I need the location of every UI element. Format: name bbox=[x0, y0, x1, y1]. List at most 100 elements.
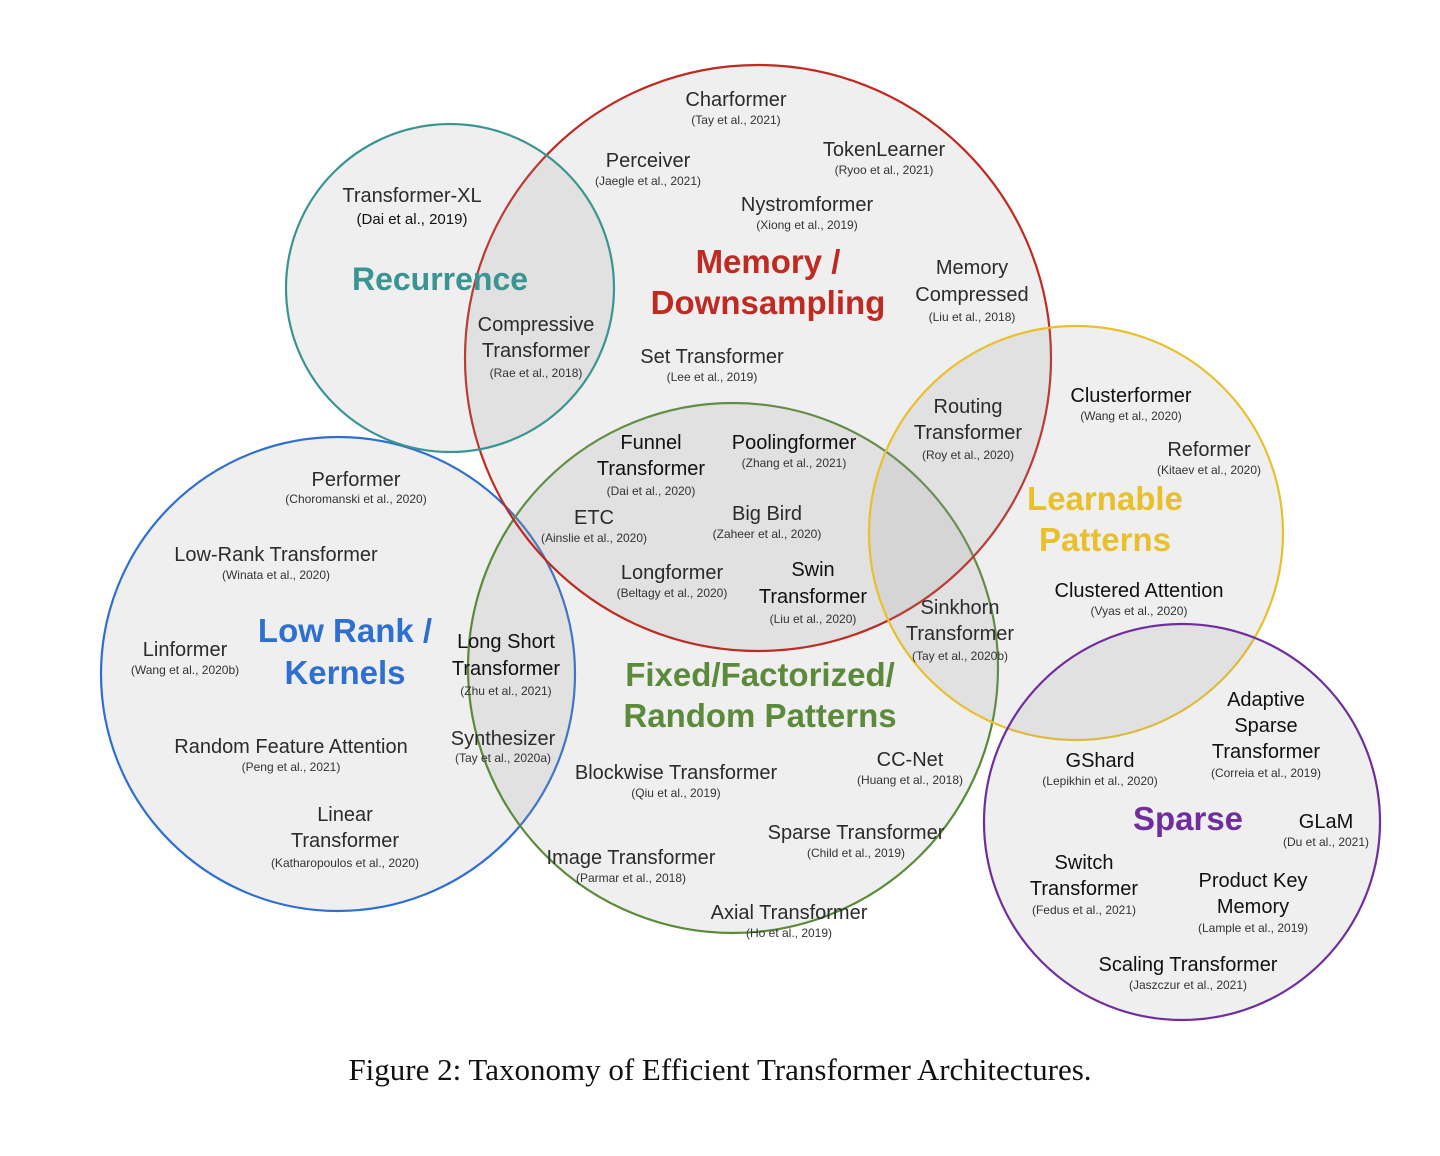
model-citation: (Tay et al., 2020a) bbox=[455, 751, 551, 765]
model-name: Adaptive bbox=[1227, 689, 1305, 711]
model-citation: (Fedus et al., 2021) bbox=[1032, 903, 1136, 917]
model-name: Poolingformer bbox=[732, 432, 857, 454]
model-entry: Nystromformer (Xiong et al., 2019) bbox=[741, 194, 874, 232]
model-entry: Transformer-XL (Dai et al., 2019) bbox=[342, 185, 481, 228]
model-entry: GLaM (Du et al., 2021) bbox=[1283, 811, 1369, 849]
model-citation: (Jaegle et al., 2021) bbox=[595, 174, 701, 188]
model-citation: (Dai et al., 2020) bbox=[607, 484, 696, 498]
model-citation: (Roy et al., 2020) bbox=[922, 448, 1014, 462]
model-citation: (Wang et al., 2020) bbox=[1080, 409, 1182, 423]
model-name: Sinkhorn bbox=[921, 597, 1000, 619]
model-citation: (Jaszczur et al., 2021) bbox=[1129, 978, 1247, 992]
model-citation: (Ainslie et al., 2020) bbox=[541, 531, 647, 545]
model-citation: (Xiong et al., 2019) bbox=[756, 218, 857, 232]
category-label-sparse: Sparse bbox=[1133, 800, 1243, 837]
model-entry: Image Transformer(Parmar et al., 2018) bbox=[547, 847, 716, 885]
model-entry: Charformer(Tay et al., 2021) bbox=[685, 89, 786, 127]
model-entry: Blockwise Transformer(Qiu et al., 2019) bbox=[575, 762, 778, 800]
model-name: GLaM bbox=[1299, 811, 1353, 833]
model-entry: Sparse Transformer(Child et al., 2019) bbox=[768, 822, 945, 860]
category-label-line: Patterns bbox=[1039, 521, 1171, 558]
category-label-fixed: Fixed/Factorized/Random Patterns bbox=[623, 656, 896, 734]
model-citation: (Lample et al., 2019) bbox=[1198, 921, 1308, 935]
category-label-lowrank: Low Rank /Kernels bbox=[258, 612, 432, 691]
category-label-line: Recurrence bbox=[352, 261, 528, 297]
model-entry: Synthesizer(Tay et al., 2020a) bbox=[451, 728, 556, 765]
circle-sparse bbox=[982, 622, 1382, 1022]
model-citation: (Liu et al., 2020) bbox=[770, 612, 857, 626]
model-citation: (Beltagy et al., 2020) bbox=[617, 586, 728, 600]
model-name: Memory bbox=[1217, 896, 1289, 918]
circle-recurrence bbox=[284, 122, 616, 454]
model-name: Random Feature Attention bbox=[174, 736, 407, 758]
model-name: Transformer bbox=[1212, 741, 1321, 763]
model-name: Clustered Attention bbox=[1055, 580, 1224, 602]
circle-memory bbox=[463, 63, 1053, 653]
model-name: TokenLearner bbox=[823, 139, 946, 161]
category-label-line: Downsampling bbox=[651, 284, 886, 321]
model-name: Compressed bbox=[915, 284, 1028, 306]
category-label-line: Kernels bbox=[284, 654, 405, 691]
model-name: Reformer bbox=[1167, 439, 1251, 461]
model-entry: Set Transformer(Lee et al., 2019) bbox=[640, 346, 784, 384]
model-name: Memory bbox=[936, 257, 1008, 279]
model-name: Clusterformer bbox=[1070, 385, 1191, 407]
model-entry: Reformer (Kitaev et al., 2020) bbox=[1157, 439, 1261, 477]
model-citation: (Child et al., 2019) bbox=[807, 846, 905, 860]
model-name: Linformer bbox=[143, 639, 228, 661]
model-citation: (Dai et al., 2019) bbox=[357, 211, 468, 228]
model-citation: (Lee et al., 2019) bbox=[667, 370, 758, 384]
model-entry: ETC(Ainslie et al., 2020) bbox=[541, 507, 647, 545]
model-entry: Longformer (Beltagy et al., 2020) bbox=[617, 562, 728, 600]
model-name: CC-Net bbox=[877, 749, 944, 771]
model-citation: (Tay et al., 2020b) bbox=[912, 649, 1008, 663]
model-entry: Axial Transformer(Ho et al., 2019) bbox=[711, 902, 868, 940]
model-citation: (Wang et al., 2020b) bbox=[131, 663, 239, 677]
circle-lowrank bbox=[99, 435, 577, 913]
model-entry: Linformer (Wang et al., 2020b) bbox=[131, 639, 239, 677]
model-name: Swin bbox=[791, 559, 834, 581]
category-label-line: Fixed/Factorized/ bbox=[625, 656, 895, 693]
model-citation: (Tay et al., 2021) bbox=[691, 113, 780, 127]
model-name: Transformer-XL bbox=[342, 185, 481, 207]
model-citation: (Ryoo et al., 2021) bbox=[835, 163, 934, 177]
model-citation: (Liu et al., 2018) bbox=[929, 310, 1016, 324]
model-citation: (Winata et al., 2020) bbox=[222, 568, 330, 582]
model-citation: (Peng et al., 2021) bbox=[242, 760, 341, 774]
model-name: Performer bbox=[312, 469, 401, 491]
model-name: Axial Transformer bbox=[711, 902, 868, 924]
model-name: Blockwise Transformer bbox=[575, 762, 778, 784]
model-name: Longformer bbox=[621, 562, 724, 584]
category-label-line: Random Patterns bbox=[623, 697, 896, 734]
model-name: Synthesizer bbox=[451, 728, 556, 750]
model-name: Long Short bbox=[457, 631, 555, 653]
model-citation: (Kitaev et al., 2020) bbox=[1157, 463, 1261, 477]
circle-fixed bbox=[466, 401, 1000, 935]
model-name: Big Bird bbox=[732, 503, 802, 525]
model-name: Linear bbox=[317, 804, 373, 826]
model-name: Nystromformer bbox=[741, 194, 874, 216]
model-entry: Scaling Transformer(Jaszczur et al., 202… bbox=[1099, 954, 1278, 992]
circle-learnable bbox=[867, 324, 1285, 742]
model-entry: Perceiver (Jaegle et al., 2021) bbox=[595, 150, 701, 188]
model-citation: (Du et al., 2021) bbox=[1283, 835, 1369, 849]
model-citation: (Parmar et al., 2018) bbox=[576, 871, 686, 885]
model-citation: (Rae et al., 2018) bbox=[490, 366, 583, 380]
model-name: Compressive bbox=[478, 314, 595, 336]
model-entry: Clusterformer (Wang et al., 2020) bbox=[1070, 385, 1191, 423]
model-entry: GShard(Lepikhin et al., 2020) bbox=[1042, 750, 1157, 788]
model-name: Routing bbox=[934, 396, 1003, 418]
model-name: Perceiver bbox=[606, 150, 691, 172]
model-entry: Big Bird(Zaheer et al., 2020) bbox=[713, 503, 822, 541]
model-entry: Performer(Choromanski et al., 2020) bbox=[285, 469, 426, 506]
